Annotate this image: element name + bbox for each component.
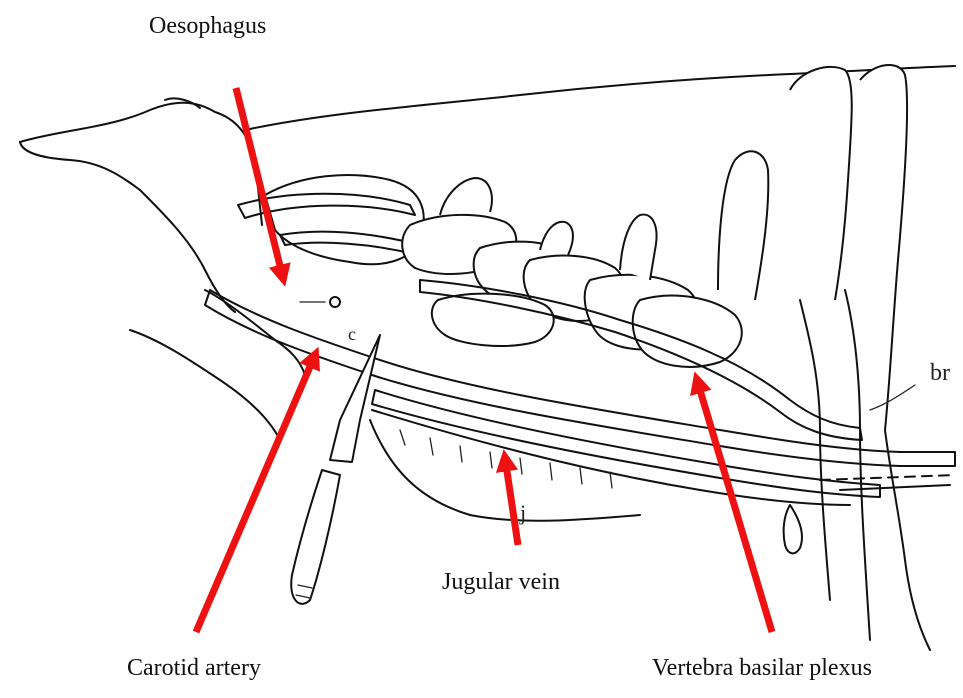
svg-text:c: c xyxy=(348,324,356,344)
svg-text:br: br xyxy=(930,360,950,386)
arrow-vertebra-basilar-plexus xyxy=(697,380,772,632)
svg-text:j: j xyxy=(519,500,526,525)
ventral-neck-lines xyxy=(370,410,955,553)
arrow-jugular-vein xyxy=(505,458,518,545)
oesophagus-label: Oesophagus xyxy=(149,14,266,38)
head-outline xyxy=(20,98,305,440)
carotid-artery-label: Carotid artery xyxy=(127,656,261,680)
arrow-oesophagus xyxy=(236,88,283,278)
jugular-vein-label: Jugular vein xyxy=(442,570,560,594)
cervical-vertebrae xyxy=(402,151,768,367)
vertebra-basilar-plexus-label: Vertebra basilar plexus xyxy=(652,656,872,680)
thoracic-spines xyxy=(790,65,930,650)
